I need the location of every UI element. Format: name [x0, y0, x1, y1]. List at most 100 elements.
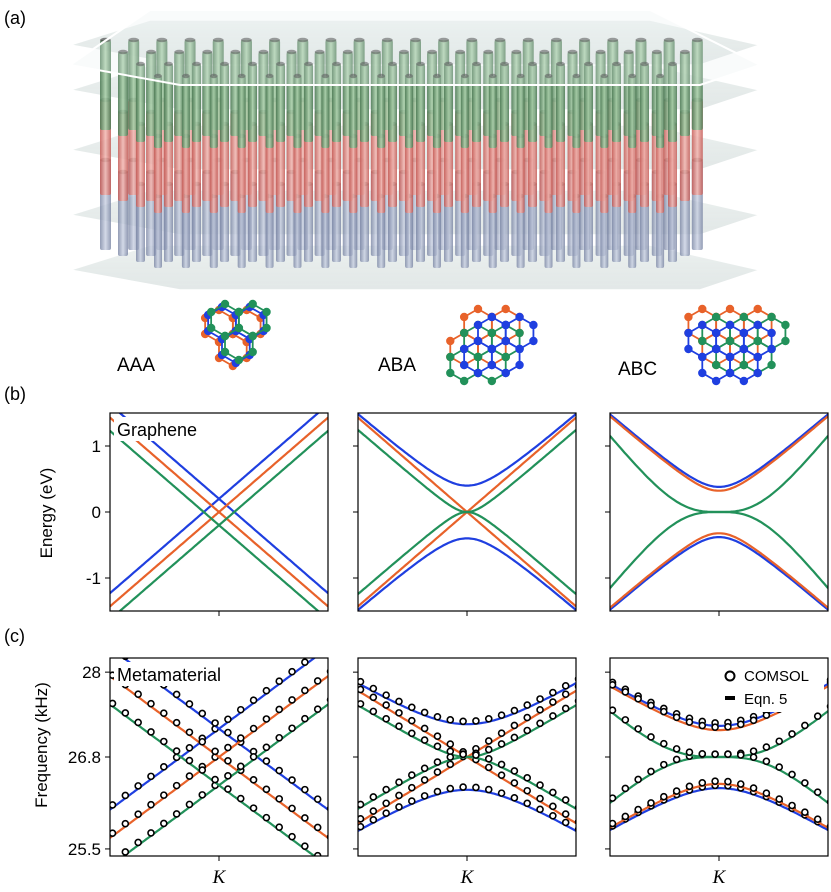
pillar	[572, 136, 581, 213]
comsol-point	[724, 777, 732, 786]
pillar-top	[556, 61, 565, 67]
comsol-point	[672, 787, 681, 795]
comsol-point	[472, 783, 480, 792]
comsol-point	[147, 772, 155, 781]
pillar	[377, 76, 386, 148]
lattice-site	[753, 336, 762, 346]
pillar-top	[377, 73, 386, 79]
comsol-point	[198, 791, 207, 799]
comsol-point	[672, 755, 681, 764]
pillar-top	[455, 49, 466, 55]
pillar-top	[146, 49, 157, 55]
comsol-point	[185, 756, 194, 765]
comsol-point	[634, 805, 642, 814]
comsol-point	[328, 862, 334, 868]
stacking-label-abc: ABC	[618, 359, 657, 380]
pillar	[181, 76, 190, 148]
comsol-point	[408, 771, 416, 779]
pillar	[432, 196, 441, 268]
pillar	[528, 124, 537, 207]
pillar	[460, 136, 469, 213]
comsol-point	[160, 709, 168, 718]
comsol-point	[358, 685, 365, 694]
lattice-site	[725, 320, 735, 330]
lattice-site	[725, 336, 735, 346]
pillar-top	[679, 49, 690, 55]
pillar-top	[663, 37, 675, 43]
comsol-point	[561, 682, 570, 690]
comsol-point	[358, 677, 365, 686]
comsol-point	[110, 644, 116, 650]
pillar	[248, 124, 257, 207]
pillar	[154, 196, 162, 268]
comsol-point	[249, 776, 258, 784]
pillar	[640, 124, 649, 207]
comsol-point	[775, 795, 784, 803]
comsol-point	[510, 721, 519, 730]
pillar-top	[332, 61, 341, 67]
pillar-top	[353, 37, 365, 43]
pillar	[164, 124, 173, 207]
pillar	[209, 76, 218, 148]
comsol-point	[198, 709, 207, 718]
pillar	[220, 64, 229, 142]
lattice-site	[684, 328, 693, 338]
comsol-point	[647, 733, 655, 741]
lattice-site	[459, 328, 469, 338]
comsol-point	[660, 707, 668, 716]
comsol-point	[134, 690, 142, 698]
comsol-point	[549, 712, 557, 720]
pillar	[432, 136, 441, 213]
pillar-top	[405, 73, 414, 79]
comsol-point	[408, 703, 416, 712]
comsol-point	[634, 725, 642, 733]
comsol-point	[459, 783, 467, 791]
lattice-site	[767, 360, 776, 370]
y-tick-label: 0	[92, 503, 101, 522]
comsol-point	[736, 751, 745, 759]
comsol-point	[275, 766, 284, 775]
pillar	[321, 136, 330, 213]
comsol-point	[369, 793, 378, 801]
comsol-point	[301, 686, 309, 695]
comsol-point	[497, 740, 506, 748]
comsol-point	[224, 743, 232, 752]
pillar	[237, 196, 246, 268]
lattice-site	[529, 320, 538, 330]
pillar-top	[370, 49, 381, 55]
pillar-top	[220, 61, 229, 67]
comsol-point	[749, 716, 758, 725]
pillar-top	[156, 37, 168, 43]
band-curve	[358, 413, 576, 487]
comsol-point	[262, 757, 271, 765]
comsol-point	[160, 763, 168, 771]
lattice-site	[698, 304, 707, 314]
comsol-point	[510, 706, 519, 715]
comsol-point	[685, 748, 694, 757]
comsol-point	[647, 701, 655, 710]
lattice-site	[206, 307, 216, 317]
lattice-site	[529, 336, 538, 346]
comsol-point	[775, 737, 784, 746]
comsol-point	[801, 779, 809, 787]
lattice-site	[515, 312, 524, 322]
comsol-point	[523, 786, 532, 795]
comsol-point	[134, 718, 142, 727]
comsol-point	[711, 777, 719, 785]
pillar	[584, 64, 593, 142]
comsol-point	[497, 760, 506, 769]
band-curve	[358, 510, 576, 595]
comsol-point	[198, 766, 207, 774]
lattice-site	[725, 368, 735, 378]
pillar	[656, 136, 665, 213]
pillar	[332, 124, 341, 207]
lattice-site	[739, 344, 749, 354]
lattice-site	[446, 336, 455, 346]
band-curve	[610, 415, 828, 492]
comsol-point	[762, 757, 771, 766]
comsol-point	[147, 829, 155, 837]
band-curve	[358, 682, 576, 726]
comsol-point	[788, 801, 796, 810]
pillar	[679, 52, 690, 136]
comsol-point	[121, 791, 130, 800]
